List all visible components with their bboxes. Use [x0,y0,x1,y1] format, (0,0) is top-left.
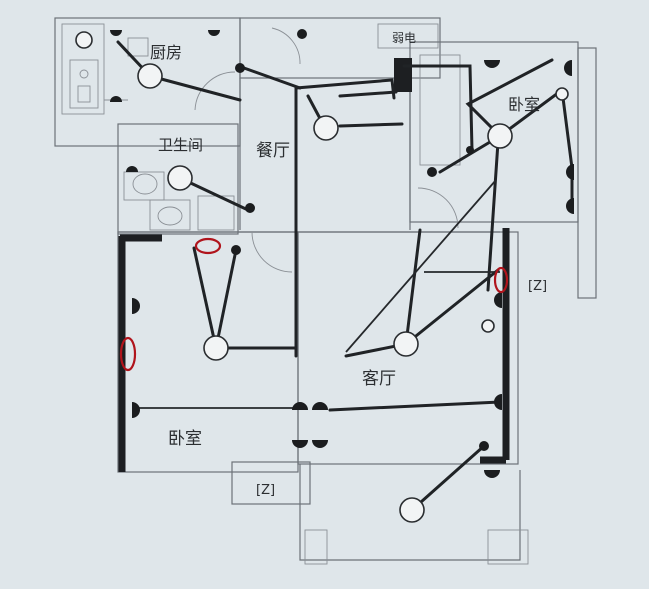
wire-living-socket [328,400,502,412]
wire-balcony [410,444,486,512]
kitchen-vent-grille [77,85,91,103]
room-label-bathroom: 卫生间 [158,136,203,154]
wire-bedroom-left-b [214,248,238,350]
wire-kitchen-switch [148,74,242,102]
living-door-swing [417,187,459,229]
lamp-icon [399,497,425,523]
wire-dining-shaft [338,122,404,128]
socket-icon [312,440,328,448]
switch-icon [466,146,474,154]
sink-drain-icon [79,69,89,79]
socket-icon [494,292,502,308]
kitchen-stove [127,37,149,57]
room-label-kitchen: 厨房 [150,43,182,62]
switch-icon [235,63,245,73]
socket-icon [484,60,500,68]
wire-bedroom-living [486,140,500,292]
switch-icon [231,245,241,255]
bathroom-wall [117,123,239,235]
switches [231,29,489,451]
highlight-mark-living [493,266,509,294]
lamp-icon [481,319,495,333]
socket-icon [312,402,328,410]
wire-living-diagonal [345,179,497,353]
socket-icon [132,298,140,314]
kitchen-door-swing [194,71,236,111]
bedroom-left-balcony [231,461,311,505]
entry-door-swing [271,27,301,65]
socket-icon [484,470,500,478]
lamp-icon [313,115,339,141]
wire-living-door [404,228,422,346]
socket-icon [292,402,308,410]
weak-current-box [377,23,439,49]
switch-icon [479,441,489,451]
lamp-icon [75,31,93,49]
balcony-corner-left [304,529,328,565]
lamp-icon [137,63,163,89]
lamp-icon [555,87,569,101]
wire-bedroom-right-wall [498,87,574,206]
highlight-mark-bedroom [119,336,137,372]
socket-icon [292,440,308,448]
switch-icon [245,203,255,213]
wardrobe [419,54,461,166]
switch-icon [427,167,437,177]
entry-wall [239,17,441,79]
lamps [75,31,569,523]
lamp-icon [393,331,419,357]
wire-bedroom-left-a [192,246,218,350]
socket-icon [110,30,122,36]
toilet-bowl [132,173,158,195]
room-label-dining: 餐厅 [256,141,290,161]
kitchen-sink [69,59,99,109]
room-label-bedroom-right: 卧室 [508,95,540,114]
ac-marker-bottom: [Z] [256,483,275,498]
room-label-living: 客厅 [362,369,396,389]
wire-wardrobe [402,64,474,152]
lamp-icon [203,335,229,361]
room-label-weak-current: 弱电 [392,31,416,45]
labels: 厨房 卫生间 餐厅 卧室 客厅 卧室 弱电 [Z] [Z] [150,31,547,498]
living-wall [297,231,519,465]
wire-living-right [404,268,500,346]
toilet [123,171,165,201]
socket-icon [132,402,140,418]
balcony-corner [487,529,529,565]
socket-icon [126,166,138,172]
wire-bedroom-right-top [465,58,554,138]
highlight-mark-bathroom [194,237,222,255]
room-label-bedroom-left: 卧室 [168,429,202,449]
sockets [110,30,574,478]
living-balcony-wall [299,464,521,561]
washbasin-bowl [157,206,183,226]
bedroom-right-balcony [577,47,597,299]
socket-icon [564,60,572,76]
socket-icon [566,198,574,214]
socket-icon [566,164,574,180]
lamp-icon [487,123,513,149]
kitchen-counter [61,23,105,115]
wire-entry-switch [242,66,302,90]
bedroom-door-swing [251,231,293,273]
lamp-icon [167,165,193,191]
highlight-marks [119,237,509,372]
socket-icon [110,96,122,102]
wire-dining-shaft-b [338,90,398,98]
ac-marker-right: [Z] [528,279,547,294]
washbasin [149,199,191,231]
socket-icon [208,30,220,36]
socket-icon [494,394,502,410]
shaft-block [394,58,412,92]
switch-icon [297,29,307,39]
